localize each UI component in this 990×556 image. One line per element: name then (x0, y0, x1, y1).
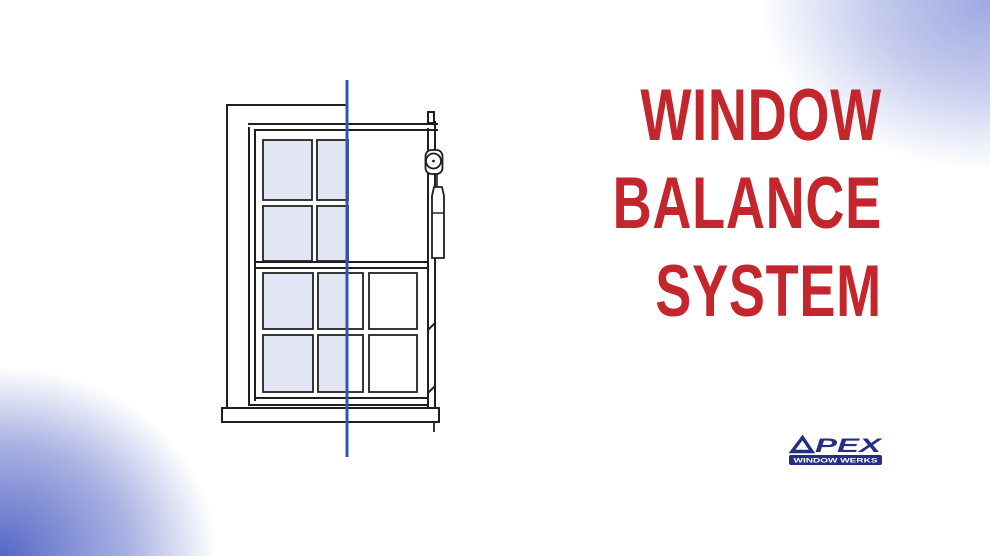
lower-sash-pane (368, 272, 418, 330)
jamb-notch-lower (426, 384, 437, 395)
lower-sash-pane-fill (318, 335, 347, 392)
lower-sash-pane (262, 334, 314, 393)
title-block: WINDOW BALANCE SYSTEM (518, 72, 882, 336)
title-line-3: SYSTEM (655, 251, 882, 332)
window-sill (221, 407, 440, 423)
title-line-2: BALANCE (612, 163, 882, 244)
logo-triangle-a-icon (789, 435, 816, 454)
jamb-notch-upper (426, 321, 437, 332)
upper-sash-pane (262, 139, 313, 201)
lower-sash-pane (317, 334, 364, 393)
pulley-axle-dot (432, 159, 435, 163)
sash-weight (431, 186, 445, 259)
outer-frame (226, 104, 348, 413)
title-line-1: WINDOW (640, 75, 882, 156)
logo-brand-text: PEX (815, 436, 883, 457)
upper-sash-pane (262, 205, 313, 262)
apex-window-werks-logo: PEX WINDOW WERKS (789, 435, 883, 465)
upper-sash-pane (316, 139, 349, 201)
upper-sash-pane (316, 205, 349, 262)
lower-sash-pane (262, 272, 314, 330)
lower-sash-pane (317, 272, 364, 330)
lower-sash-pane-fill (318, 273, 347, 329)
lower-sash-pane (368, 334, 418, 393)
logo-banner (789, 455, 882, 465)
window-balance-diagram (221, 80, 445, 457)
logo-tagline-text: WINDOW WERKS (794, 459, 878, 465)
jamb-top-post (427, 111, 435, 124)
